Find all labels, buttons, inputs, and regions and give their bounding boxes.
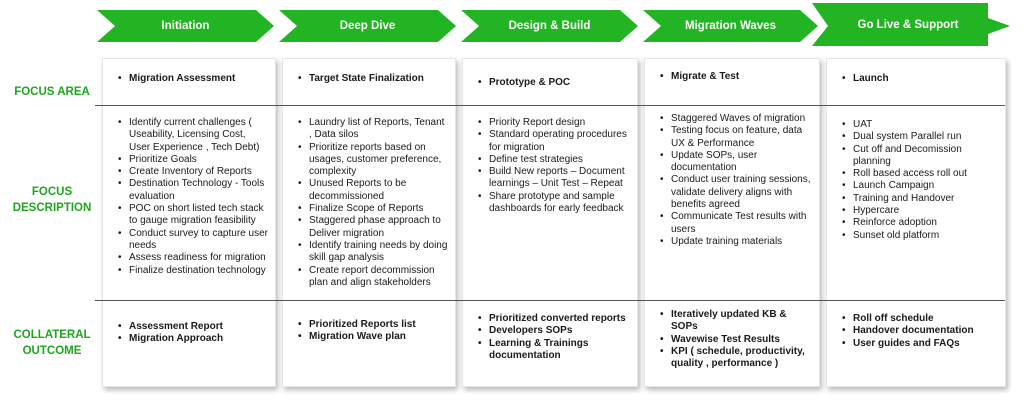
description-item: Staggered phase approach to Deliver migr… xyxy=(298,215,449,240)
chevron-initiation xyxy=(97,10,274,42)
description-item: Conduct survey to capture user needs xyxy=(118,228,269,253)
description-migration-waves: Staggered Waves of migration Testing foc… xyxy=(645,113,819,249)
description-item: Conduct user training sessions, validate… xyxy=(660,174,813,211)
outcome-item: Learning & Trainings documentation xyxy=(478,338,631,363)
phase-label-go-live-support: Go Live & Support xyxy=(857,19,959,31)
focus-area-deep-dive: Target State Finalization xyxy=(283,73,455,86)
outcome-go-live-support: Roll off schedule Handover documentation… xyxy=(827,313,1005,350)
row-label-collateral-outcome-line1: COLLATERAL xyxy=(13,329,91,341)
description-item: Roll based access roll out xyxy=(842,168,999,181)
chevron-design-build xyxy=(461,10,638,42)
outcome-deep-dive: Prioritized Reports list Migration Wave … xyxy=(283,319,455,344)
description-item: Reinforce adoption xyxy=(842,217,999,230)
description-item: Create Inventory of Reports xyxy=(118,166,269,179)
outcome-item: KPI ( schedule, productivity, quality , … xyxy=(660,346,813,371)
outcome-design-build: Prioritized converted reports Developers… xyxy=(463,313,637,362)
phase-chevrons xyxy=(97,3,1010,46)
phase-label-initiation: Initiation xyxy=(161,20,210,32)
focus-area-initiation: Migration Assessment xyxy=(103,73,275,86)
focus-item: Launch xyxy=(842,73,999,86)
phase-label-migration-waves: Migration Waves xyxy=(685,20,776,32)
description-item: Identify current challenges ( Useability… xyxy=(118,117,269,154)
chevron-go-live-support xyxy=(812,3,1010,46)
outcome-item: Roll off schedule xyxy=(842,313,999,326)
description-item: Training and Handover xyxy=(842,193,999,206)
focus-item: Migration Assessment xyxy=(118,73,269,86)
outcome-item: Handover documentation xyxy=(842,325,999,338)
description-item: Dual system Parallel run xyxy=(842,131,999,144)
row-label-focus-description-line1: FOCUS xyxy=(31,186,73,198)
focus-area-design-build: Prototype & POC xyxy=(463,77,637,90)
description-item: Prioritize Goals xyxy=(118,154,269,167)
description-item: Update training materials xyxy=(660,236,813,249)
phase-label-deep-dive: Deep Dive xyxy=(339,20,396,32)
description-item: Communicate Test results with users xyxy=(660,211,813,236)
outcome-item: User guides and FAQs xyxy=(842,338,999,351)
outcome-item: Prioritized converted reports xyxy=(478,313,631,326)
description-deep-dive: Laundry list of Reports, Tenant , Data s… xyxy=(283,117,455,289)
outcome-item: Iteratively updated KB & SOPs xyxy=(660,309,813,334)
focus-area-go-live-support: Launch xyxy=(827,73,1005,86)
description-item: Launch Campaign xyxy=(842,180,999,193)
column-go-live-support: Launch UAT Dual system Parallel run Cut … xyxy=(826,58,1006,387)
focus-item: Prototype & POC xyxy=(478,77,631,90)
description-item: Unused Reports to be decommissioned xyxy=(298,178,449,203)
column-design-build: Prototype & POC Priority Report design S… xyxy=(462,58,638,387)
description-item: Update SOPs, user documentation xyxy=(660,150,813,175)
description-item: Cut off and Decomission planning xyxy=(842,144,999,169)
description-design-build: Priority Report design Standard operatin… xyxy=(463,117,637,215)
outcome-initiation: Assessment Report Migration Approach xyxy=(103,321,275,346)
column-migration-waves: Migrate & Test Staggered Waves of migrat… xyxy=(644,58,820,387)
description-item: POC on short listed tech stack to gauge … xyxy=(118,203,269,228)
column-initiation: Migration Assessment Identify current ch… xyxy=(102,58,276,387)
row-label-collateral-outcome: COLLATERAL OUTCOME xyxy=(4,327,100,359)
row-label-focus-description-line2: DESCRIPTION xyxy=(12,202,92,214)
outcome-item: Assessment Report xyxy=(118,321,269,334)
outcome-migration-waves: Iteratively updated KB & SOPs Wavewise T… xyxy=(645,309,819,370)
row-label-collateral-outcome-line2: OUTCOME xyxy=(22,345,82,357)
description-item: Hypercare xyxy=(842,205,999,218)
description-item: Assess readiness for migration xyxy=(118,252,269,265)
outcome-item: Migration Wave plan xyxy=(298,331,449,344)
description-go-live-support: UAT Dual system Parallel run Cut off and… xyxy=(827,119,1005,242)
description-item: Identify training needs by doing skill g… xyxy=(298,240,449,265)
description-item: Share prototype and sample dashboards fo… xyxy=(478,191,631,216)
outcome-item: Wavewise Test Results xyxy=(660,334,813,347)
separator-description xyxy=(95,300,1005,301)
focus-item: Migrate & Test xyxy=(660,71,813,84)
description-item: Define test strategies xyxy=(478,154,631,167)
description-initiation: Identify current challenges ( Useability… xyxy=(103,117,275,277)
outcome-item: Developers SOPs xyxy=(478,325,631,338)
chevron-deep-dive xyxy=(279,10,456,42)
focus-item: Target State Finalization xyxy=(298,73,449,86)
description-item: Create report decommission plan and alig… xyxy=(298,265,449,290)
description-item: Build New reports – Document learnings –… xyxy=(478,166,631,191)
description-item: Priority Report design xyxy=(478,117,631,130)
description-item: Sunset old platform xyxy=(842,230,999,243)
description-item: Finalize destination technology xyxy=(118,265,269,278)
outcome-item: Migration Approach xyxy=(118,333,269,346)
row-label-focus-area: FOCUS AREA xyxy=(14,86,90,98)
description-item: Finalize Scope of Reports xyxy=(298,203,449,216)
description-item: Laundry list of Reports, Tenant , Data s… xyxy=(298,117,449,142)
separator-focus-area xyxy=(95,105,1005,106)
column-deep-dive: Target State Finalization Laundry list o… xyxy=(282,58,456,387)
description-item: Destination Technology - Tools evaluatio… xyxy=(118,178,269,203)
row-label-focus-description: FOCUS DESCRIPTION xyxy=(4,184,100,216)
description-item: Prioritize reports based on usages, cust… xyxy=(298,142,449,179)
description-item: UAT xyxy=(842,119,999,132)
focus-area-migration-waves: Migrate & Test xyxy=(645,71,819,84)
phase-label-design-build: Design & Build xyxy=(508,20,591,32)
chevron-migration-waves xyxy=(643,10,818,42)
description-item: Staggered Waves of migration xyxy=(660,113,813,126)
outcome-item: Prioritized Reports list xyxy=(298,319,449,332)
description-item: Standard operating procedures for migrat… xyxy=(478,129,631,154)
description-item: Testing focus on feature, data UX & Perf… xyxy=(660,125,813,150)
